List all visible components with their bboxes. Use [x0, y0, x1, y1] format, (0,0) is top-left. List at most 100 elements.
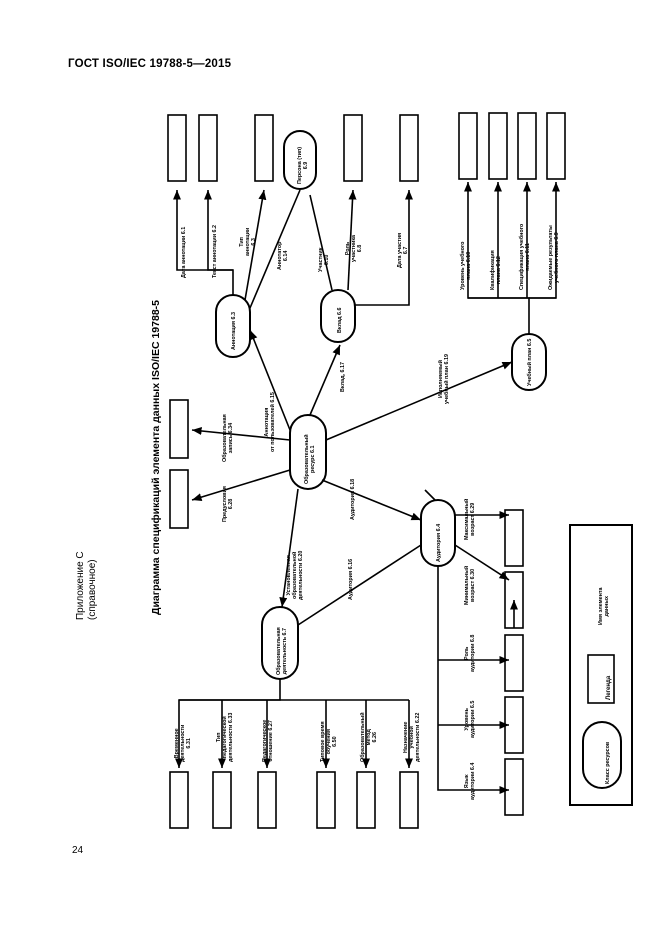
de-box-edu-method — [356, 771, 376, 829]
label-de-user-annot: Аннотация от пользователей 6.15 — [264, 392, 276, 452]
label-line: деятельности 6.20 — [298, 550, 305, 600]
de-box-curr-spec — [517, 112, 537, 180]
class-label-person: Персона (тип) 6.9 — [297, 147, 310, 184]
label-line: 6.28 — [228, 498, 235, 510]
class-label-contribution: Вклад 6.6 — [337, 308, 343, 334]
de-box-precondition — [169, 469, 189, 529]
label-line: аудитории 6.8 — [470, 634, 477, 672]
label-de-contrib-role: Роль участника 6.8 — [345, 235, 364, 262]
label-line: Аудитория 6.16 — [348, 558, 354, 600]
de-box-curr-level — [458, 112, 478, 180]
de-box-annot-text — [198, 114, 218, 182]
label-de-audience-ref: Аудитория 6.18 — [350, 479, 356, 520]
label-de-activity-purpose: Назначение учебной деятельности 6.22 — [403, 713, 422, 762]
label-de-edu-record: Образовательная запись 6.34 — [222, 414, 234, 462]
edge-resource-audience — [321, 479, 422, 521]
edges-contribution — [309, 189, 413, 306]
edge-annot-date — [173, 190, 234, 295]
de-box-curr-award — [488, 112, 508, 180]
label-line: деятельность 6.7 — [282, 627, 289, 675]
de-box-curr-outcome — [546, 112, 566, 180]
edge-resource-contribution — [309, 344, 341, 416]
legend-box — [569, 524, 633, 806]
label-line: плана 6.10 — [466, 251, 473, 280]
label-line: от пользователей 6.15 — [270, 392, 277, 452]
label-de-activity-ref: Аудитория 6.16 — [348, 559, 354, 600]
de-box-contrib-date — [399, 114, 419, 182]
label-de-curr-outcome: Ожидаемые результаты учебного плана 6.9 — [548, 225, 560, 290]
label-line: 6.14 — [283, 250, 290, 262]
edge-annot-text — [204, 190, 233, 271]
page-number: 24 — [72, 845, 84, 856]
label-line: учебного плана 6.9 — [554, 232, 561, 284]
label-line: Вклад 6.6 — [337, 307, 343, 334]
label-de-contrib-link: Вклад, 6.17 — [340, 362, 346, 392]
edge-resource-curriculum — [325, 361, 513, 441]
label-de-aud-lang: Язык аудитории 6.4 — [464, 763, 476, 800]
edge-annotator — [249, 189, 301, 309]
label-de-curr-spec: Спецификация учебного плана 6.11 — [519, 224, 531, 290]
de-box-pedagogy-type — [212, 771, 232, 829]
label-line: 6.7 — [403, 246, 410, 255]
label-line: Учебный план 6.5 — [527, 338, 533, 386]
edge-resource-precondition — [191, 469, 291, 502]
label-line: возраст 6.30 — [470, 568, 477, 602]
label-line: 6.50 — [332, 736, 339, 747]
de-box-activity-time — [169, 771, 189, 829]
edges-annotation — [173, 189, 301, 309]
label-line: Вклад, 6.17 — [340, 362, 346, 392]
data-element-boxes — [167, 112, 566, 829]
de-box-activity-purpose — [399, 771, 419, 829]
edge-audience-in — [424, 489, 436, 501]
label-line: 6.3 — [251, 238, 258, 246]
de-box-contrib-role — [343, 114, 363, 182]
label-line: возраст 6.29 — [470, 502, 477, 536]
label-de-min-age: Минимальный возраст 6.30 — [464, 566, 476, 605]
page-frame — [8, 8, 655, 929]
legend-title: Легенда — [606, 675, 612, 700]
class-node-person — [283, 130, 317, 190]
label-line: деятельности 6.33 — [228, 712, 235, 762]
class-node-resource — [289, 414, 327, 490]
class-label-curriculum: Учебный план 6.5 — [527, 339, 533, 386]
label-de-typical-time: Типовое время обучения 6.50 — [320, 721, 339, 762]
legend-de-shape — [587, 654, 615, 704]
label-line: Аудитория 6.4 — [436, 523, 442, 562]
de-box-edu-record — [169, 399, 189, 459]
label-line: 6.31 — [186, 738, 193, 749]
de-box-typical-time — [316, 771, 336, 829]
edge-activity-audience — [297, 544, 422, 626]
label-de-annot-date: Дата аннотации 6.1 — [181, 227, 187, 278]
edge-aud-lang — [437, 566, 509, 794]
label-de-aud-level: Уровень аудитории 6.5 — [464, 701, 476, 738]
label-line: учебный план 6.19 — [444, 354, 451, 404]
de-box-max-age — [504, 509, 524, 567]
class-label-annotation: Аннотация 6.3 — [231, 312, 237, 350]
label-de-pedagogy-rel: Педагогическое отношение 6.27 — [262, 720, 274, 762]
de-box-aud-role — [504, 634, 524, 692]
class-label-audience: Аудитория 6.4 — [436, 524, 442, 562]
edge-contrib-role — [347, 189, 357, 291]
label-de-max-age: Максимальный возраст 6.29 — [464, 499, 476, 540]
de-box-annot-date — [167, 114, 187, 182]
edge-resource-annotation — [249, 329, 291, 431]
label-line: плана 6.11 — [525, 243, 532, 271]
label-line: 6.9 — [303, 161, 310, 170]
edges-curriculum — [464, 182, 560, 334]
de-box-annot-type — [254, 114, 274, 182]
de-box-aud-lang — [504, 758, 524, 816]
label-de-activity-spec: Установленная образовательной деятельнос… — [286, 551, 305, 600]
label-line: 6.10 — [324, 254, 331, 266]
class-label-activity: Образовательная деятельность 6.7 — [276, 627, 289, 675]
label-de-curr-award: Квалификация плана 6.12 — [490, 250, 502, 290]
label-line: данных — [604, 595, 611, 617]
legend-class-label: Класс ресурсов — [605, 741, 611, 784]
edge-resource-edu-record — [191, 426, 291, 441]
legend-class-shape — [582, 721, 622, 789]
edges-resource — [191, 329, 513, 608]
legend-border — [569, 524, 633, 806]
label-line: Аудитория 6.18 — [350, 478, 356, 520]
label-de-required-curr: Исполняемый учебный план 6.19 — [438, 354, 450, 404]
legend-data-element-label: Имя элемента данных — [598, 587, 611, 625]
